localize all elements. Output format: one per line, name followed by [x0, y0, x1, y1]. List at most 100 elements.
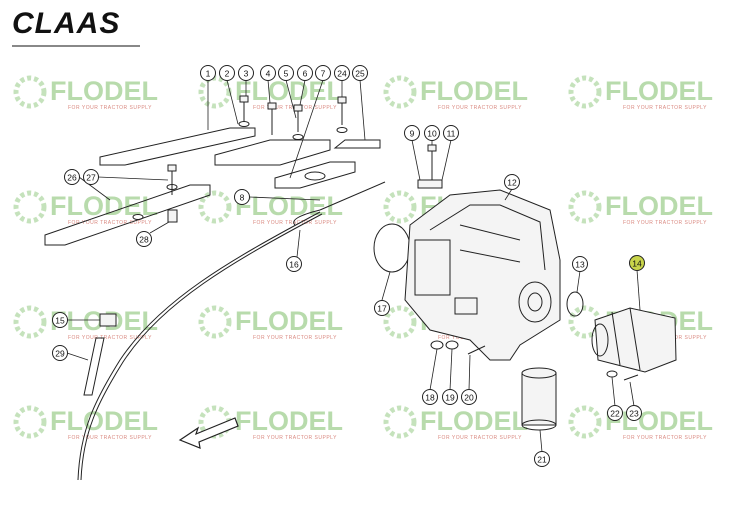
- leader-line: [249, 196, 321, 201]
- watermark-text: FLODEL: [420, 76, 528, 106]
- callout-1: 1: [200, 65, 216, 81]
- leader-line: [66, 352, 89, 361]
- watermark-subtext: FOR YOUR TRACTOR SUPPLY: [438, 435, 522, 441]
- watermark-subtext: FOR YOUR TRACTOR SUPPLY: [253, 335, 337, 341]
- callout-24: 24: [334, 65, 350, 81]
- callout-circle: [234, 189, 250, 205]
- gear-icon: [383, 75, 417, 109]
- callout-number: 8: [240, 193, 245, 203]
- leader-line: [629, 381, 635, 407]
- callout-circle: [219, 65, 235, 81]
- callout-16: 16: [286, 256, 302, 272]
- callout-number: 22: [610, 409, 620, 419]
- callout-number: 16: [289, 260, 299, 270]
- callout-circle: [238, 65, 254, 81]
- parts-linework: [44, 95, 677, 481]
- callout-circle: [352, 65, 368, 81]
- watermark-subtext: FOR YOUR TRACTOR SUPPLY: [623, 105, 707, 111]
- watermark-subtext: FOR YOUR TRACTOR SUPPLY: [68, 435, 152, 441]
- callout-29: 29: [52, 345, 68, 361]
- callout-8: 8: [234, 189, 250, 205]
- watermark-text: FLODEL: [235, 191, 343, 221]
- direction-arrow: [178, 417, 239, 449]
- callout-circle: [443, 125, 459, 141]
- leader-line: [299, 79, 306, 106]
- callout-number: 6: [303, 69, 308, 79]
- callout-18: 18: [422, 389, 438, 405]
- gear-icon: [198, 75, 232, 109]
- gear-icon: [568, 190, 602, 224]
- callout-28: 28: [136, 231, 152, 247]
- watermark-subtext: FOR YOUR TRACTOR SUPPLY: [68, 335, 152, 341]
- gear-icon: [568, 405, 602, 439]
- gear-icon: [13, 75, 47, 109]
- callout-number: 10: [427, 129, 437, 139]
- leader-line: [226, 79, 239, 125]
- watermark-text: FLODEL: [50, 76, 158, 106]
- watermark-text: FLODEL: [420, 406, 528, 436]
- leader-line: [449, 348, 453, 391]
- callout-circle: [404, 125, 420, 141]
- callout-number: 19: [445, 393, 455, 403]
- leader-line: [267, 79, 271, 104]
- leader-line: [429, 348, 438, 391]
- watermark-subtext: FOR YOUR TRACTOR SUPPLY: [68, 220, 152, 226]
- watermark-subtext: FOR YOUR TRACTOR SUPPLY: [623, 435, 707, 441]
- callout-13: 13: [572, 256, 588, 272]
- leader-line: [289, 79, 324, 179]
- callout-number: 23: [629, 409, 639, 419]
- leader-line: [411, 139, 421, 181]
- watermark-subtext: FOR YOUR TRACTOR SUPPLY: [438, 105, 522, 111]
- callout-circle: [334, 65, 350, 81]
- callout-circle: [442, 389, 458, 405]
- gear-icon: [13, 190, 47, 224]
- leader-line: [441, 139, 452, 181]
- callout-19: 19: [442, 389, 458, 405]
- callout-11: 11: [443, 125, 459, 141]
- callout-circle: [297, 65, 313, 81]
- watermark-subtext: FOR YOUR TRACTOR SUPPLY: [253, 435, 337, 441]
- callout-4: 4: [260, 65, 276, 81]
- watermark-text: FLODEL: [605, 191, 713, 221]
- callout-15: 15: [52, 312, 68, 328]
- callout-27: 27: [83, 169, 99, 185]
- callout-9: 9: [404, 125, 420, 141]
- callout-17: 17: [374, 300, 390, 316]
- gear-icon: [383, 190, 417, 224]
- callout-number: 14: [632, 259, 642, 269]
- leader-line: [576, 270, 581, 293]
- gear-icon: [198, 305, 232, 339]
- callout-21: 21: [534, 451, 550, 467]
- callout-circle: [286, 256, 302, 272]
- callout-circle: [422, 389, 438, 405]
- callout-circle: [52, 312, 68, 328]
- logo-text: CLAAS: [12, 7, 120, 40]
- watermark-subtext: FOR YOUR TRACTOR SUPPLY: [253, 220, 337, 226]
- callout-number: 20: [464, 393, 474, 403]
- callout-circle: [504, 174, 520, 190]
- callout-circle: [629, 255, 645, 271]
- gear-icon: [568, 75, 602, 109]
- callout-circle: [83, 169, 99, 185]
- watermark-text: FLODEL: [235, 306, 343, 336]
- watermark-subtext: FOR YOUR TRACTOR SUPPLY: [68, 105, 152, 111]
- callout-number: 7: [321, 69, 326, 79]
- watermark-text: FLODEL: [235, 406, 343, 436]
- leader-line: [97, 176, 169, 181]
- callout-number: 3: [244, 69, 249, 79]
- callout-circle: [534, 451, 550, 467]
- callout-2: 2: [219, 65, 235, 81]
- callout-circle: [260, 65, 276, 81]
- callout-5: 5: [278, 65, 294, 81]
- watermark-text: FLODEL: [605, 406, 713, 436]
